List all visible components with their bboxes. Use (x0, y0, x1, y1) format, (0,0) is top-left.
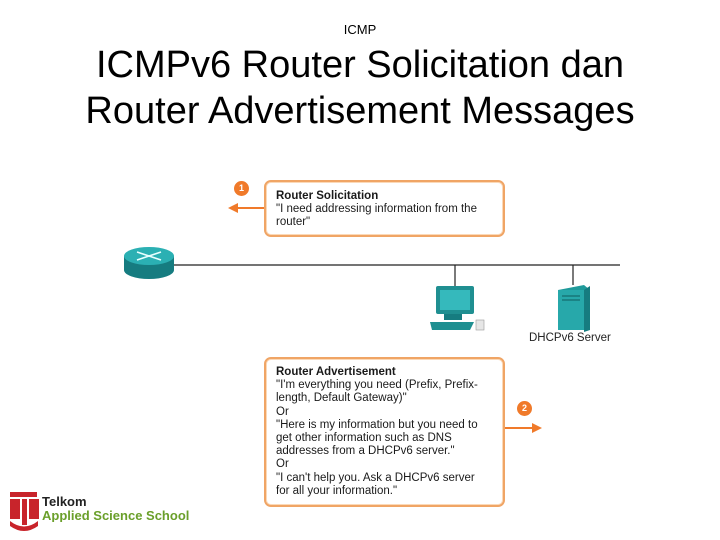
advertisement-line: length, Default Gateway)" (276, 392, 407, 405)
page-title: ICMPv6 Router Solicitation dan Router Ad… (0, 42, 720, 134)
advertisement-line: "I can't help you. Ask a DHCPv6 server (276, 471, 475, 484)
step-1-badge: 1 (234, 181, 249, 196)
pc-icon (430, 286, 485, 331)
advertisement-title: Router Advertisement (276, 366, 396, 378)
advertisement-line: Or (276, 458, 289, 471)
router-advertisement-box: Router Advertisement "I'm everything you… (264, 357, 505, 507)
title-line-1: ICMPv6 Router Solicitation dan (95, 44, 625, 86)
logo-text-school: Applied Science School (42, 508, 190, 522)
dhcpv6-server-label: DHCPv6 Server (529, 332, 611, 344)
advertisement-line: for all your information." (276, 484, 398, 497)
router-solicitation-box: Router Solicitation "I need addressing i… (264, 180, 505, 237)
router-icon (124, 247, 174, 279)
advertisement-line: Or (276, 405, 289, 418)
solicitation-title: Router Solicitation (276, 190, 379, 202)
section-label: ICMP (343, 22, 377, 37)
advertisement-arrow (505, 423, 542, 433)
advertisement-line: "Here is my information but you need to (276, 418, 478, 431)
solicitation-line: router" (276, 216, 311, 229)
solicitation-line: "I need addressing information from the (276, 203, 477, 216)
title-line-2: Router Advertisement Messages (85, 90, 635, 132)
advertisement-line: get other information such as DNS (276, 432, 452, 445)
step-2-badge: 2 (517, 401, 532, 416)
logo-text-telkom: Telkom (42, 494, 87, 509)
solicitation-arrow (228, 203, 264, 213)
telkom-logo-mark (10, 492, 39, 531)
advertisement-line: addresses from a DHCPv6 server." (276, 445, 455, 458)
advertisement-line: "I'm everything you need (Prefix, Prefix… (276, 379, 478, 392)
server-icon (558, 285, 590, 332)
